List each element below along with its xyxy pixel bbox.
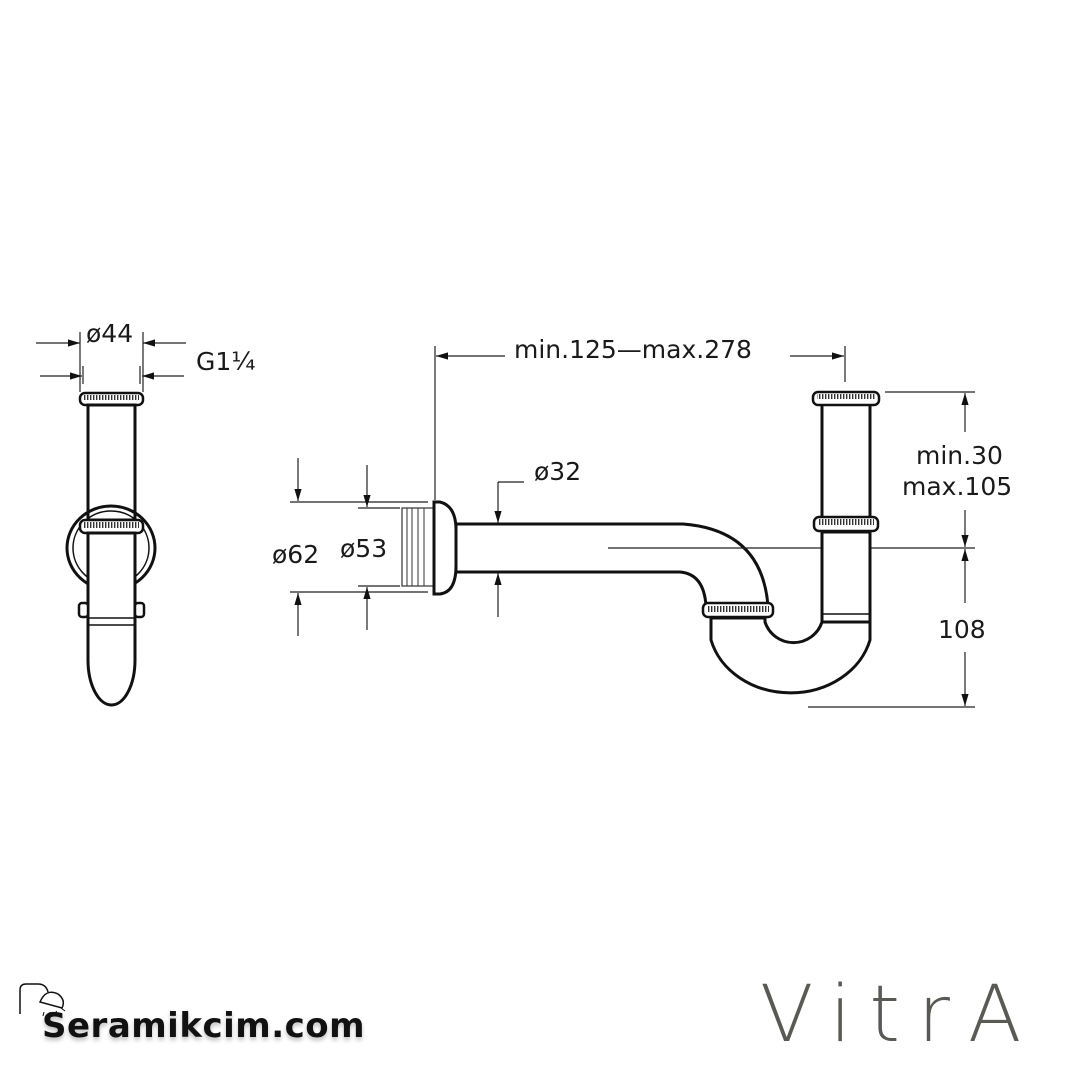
side-view: ø44 G1¼ — [36, 319, 256, 707]
height-min-label: min.30 — [916, 441, 1003, 470]
horizontal-range-label: min.125—max.278 — [514, 335, 752, 364]
side-diameter-label: ø44 — [86, 319, 133, 348]
outlet-diameter-label: ø32 — [534, 457, 581, 486]
manufacturer-logo: VitrA — [760, 970, 1040, 1060]
shower-head-icon — [19, 983, 66, 1017]
flange-inner-label: ø53 — [340, 534, 387, 563]
height-max-label: max.105 — [902, 472, 1012, 501]
front-view: min.125—max.278 ø62 ø53 ø32 — [272, 335, 1012, 708]
trap-depth-label: 108 — [938, 615, 986, 644]
side-thread-label: G1¼ — [196, 347, 256, 376]
flange-outer-label: ø62 — [272, 540, 319, 569]
retailer-logo: Seramikcim.com — [42, 1006, 366, 1046]
